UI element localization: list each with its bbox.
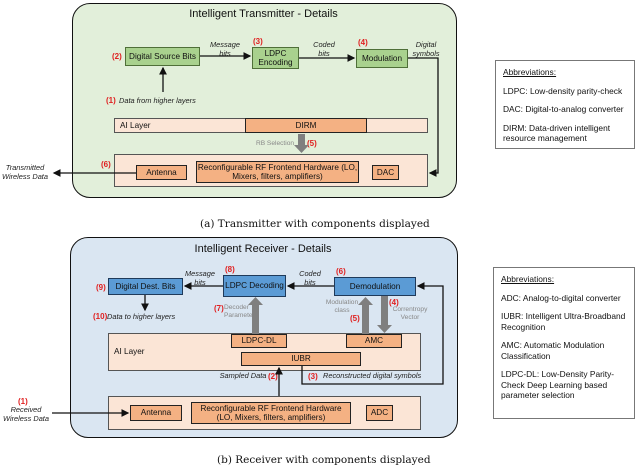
rx-message-bits-label: Message bits xyxy=(185,269,215,287)
rx-coded-bits-label: Coded bits xyxy=(299,269,321,287)
receiver-title: Intelligent Receiver - Details xyxy=(194,243,332,255)
rx-step-6: (6) xyxy=(336,267,346,276)
tx-ai-layer-label: AI Layer xyxy=(120,120,151,130)
rx-rf-hardware-block: Reconfigurable RF Frontend Hardware (LO,… xyxy=(191,402,351,424)
tx-rf-hardware-block: Reconfigurable RF Frontend Hardware (LO,… xyxy=(196,161,359,183)
tx-message-bits-label: Message bits xyxy=(210,40,240,58)
rx-higher-layers-label: Data to higher layers xyxy=(107,312,176,321)
digital-source-bits-block: Digital Source Bits xyxy=(125,47,200,66)
tx-step-5: (5) xyxy=(307,139,317,148)
rx-step-9: (9) xyxy=(96,283,106,292)
rx-abbreviations-box: Abbreviations: ADC: Analog-to-digital co… xyxy=(493,267,635,419)
ldpc-decoding-block: LDPC Decoding xyxy=(223,275,286,297)
tx-caption: (a) Transmitter with components displaye… xyxy=(200,218,430,230)
rx-step-1: (1) xyxy=(18,397,28,406)
tx-step-1: (1) xyxy=(106,96,116,105)
rx-abbr-item: LDPC-DL: Low-Density Parity-Check Deep L… xyxy=(501,369,615,400)
rx-caption: (b) Receiver with components displayed xyxy=(217,454,431,466)
rx-step-10: (10) xyxy=(93,312,108,321)
sampled-data-label: Sampled Data xyxy=(219,371,267,380)
reconstructed-symbols-label: Reconstructed digital symbols xyxy=(323,371,422,380)
tx-step-3: (3) xyxy=(253,37,263,46)
tx-abbr-heading: Abbreviations: xyxy=(503,67,557,77)
dac-block: DAC xyxy=(372,165,399,180)
digital-dest-bits-block: Digital Dest. Bits xyxy=(108,278,183,295)
rx-step-3: (3) xyxy=(308,372,318,381)
tx-step-2: (2) xyxy=(112,52,122,61)
rx-ai-layer-label: AI Layer xyxy=(114,347,145,357)
rx-antenna-block: Antenna xyxy=(130,405,182,421)
tx-higher-layers-label: Data from higher layers xyxy=(119,96,196,105)
iubr-block: IUBR xyxy=(241,352,361,366)
tx-step-6: (6) xyxy=(101,160,111,169)
demodulation-block: Demodulation xyxy=(334,277,416,296)
tx-antenna-block: Antenna xyxy=(136,165,187,180)
adc-block: ADC xyxy=(366,405,393,421)
amc-block: AMC xyxy=(346,334,402,348)
rx-step-7: (7) xyxy=(214,304,224,313)
tx-coded-bits-label: Coded bits xyxy=(313,40,335,58)
rx-abbr-item: IUBR: Intelligent Ultra-Broadband Recogn… xyxy=(501,311,626,332)
received-data-label: Received Wireless Data xyxy=(3,405,49,423)
dirm-block: DIRM xyxy=(245,118,367,133)
decoder-parameters-label: Decoder Parameters xyxy=(224,304,259,319)
rx-step-2: (2) xyxy=(268,372,278,381)
ldpc-dl-block: LDPC-DL xyxy=(231,334,287,348)
transmitted-data-label: Transmitted Wireless Data xyxy=(2,163,48,181)
tx-step-4: (4) xyxy=(358,38,368,47)
correntropy-vector-label: Correntropy Vector xyxy=(392,306,428,321)
rb-selection-label: RB Selection xyxy=(255,140,295,147)
rx-step-8: (8) xyxy=(225,265,235,274)
rx-abbr-heading: Abbreviations: xyxy=(501,274,555,284)
tx-digital-symbols-label: Digital symbols xyxy=(412,40,440,58)
rx-step-5: (5) xyxy=(350,314,360,323)
transmitter-title: Intelligent Transmitter - Details xyxy=(189,8,338,20)
tx-abbreviations-box: Abbreviations: LDPC: Low-density parity-… xyxy=(495,60,635,149)
tx-abbr-item: DAC: Digital-to-analog converter xyxy=(503,104,624,114)
rx-abbr-item: AMC: Automatic Modulation Classification xyxy=(501,340,605,361)
modulation-class-label: Modulation class xyxy=(325,299,359,314)
tx-abbr-item: DIRM: Data-driven intelligent resource m… xyxy=(503,122,611,144)
rx-abbr-item: ADC: Analog-to-digital converter xyxy=(501,292,621,303)
tx-abbr-item: LDPC: Low-density parity-check xyxy=(503,85,623,96)
ldpc-encoding-block: LDPC Encoding xyxy=(252,47,299,69)
modulation-block: Modulation xyxy=(356,49,408,68)
